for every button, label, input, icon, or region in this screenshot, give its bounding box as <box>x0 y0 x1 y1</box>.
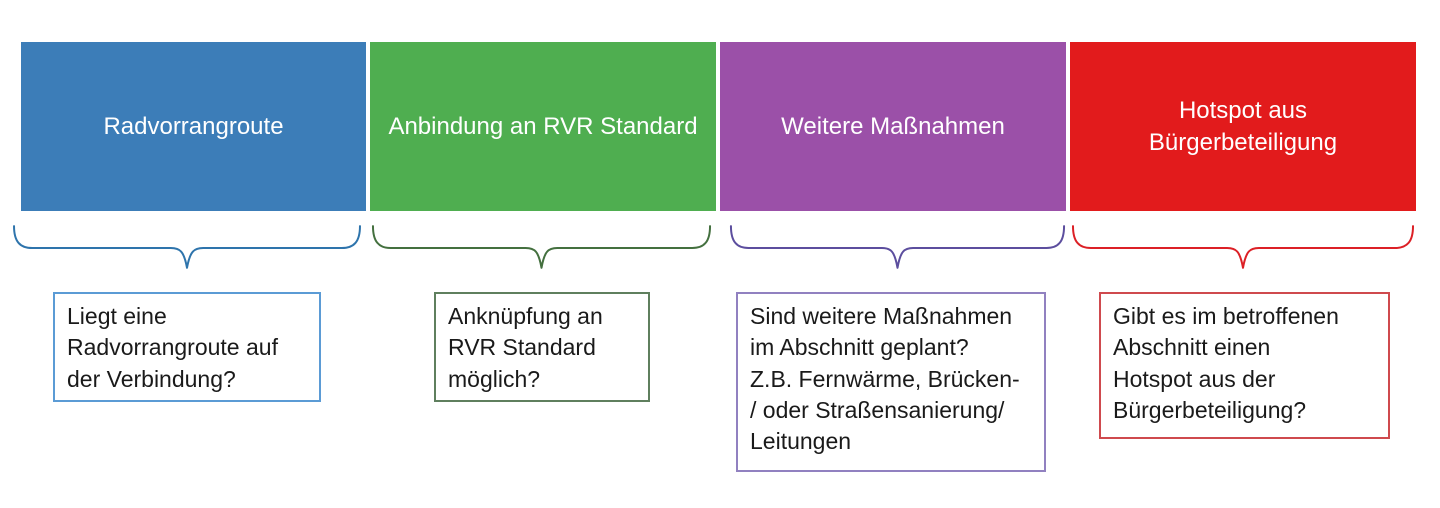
brace-icon-radvorrangroute <box>12 224 362 272</box>
category-header-anbindung-rvr: Anbindung an RVR Standard <box>370 42 716 211</box>
question-box-radvorrangroute: Liegt eine Radvorrangroute auf der Verbi… <box>53 292 321 402</box>
question-box-weitere-massnahmen: Sind weitere Maßnahmen im Abschnitt gepl… <box>736 292 1046 472</box>
category-header-radvorrangroute: Radvorrangroute <box>21 42 366 211</box>
brace-path <box>1073 226 1413 268</box>
category-header-hotspot: Hotspot aus Bürgerbeteiligung <box>1070 42 1416 211</box>
brace-path <box>373 226 710 268</box>
brace-path <box>14 226 360 268</box>
brace-icon-hotspot <box>1071 224 1415 272</box>
brace-icon-weitere-massnahmen <box>729 224 1066 272</box>
brace-icon-anbindung-rvr <box>371 224 712 272</box>
category-header-weitere-massnahmen: Weitere Maßnahmen <box>720 42 1066 211</box>
brace-path <box>731 226 1064 268</box>
question-box-anbindung-rvr: Anknüpfung an RVR Standard möglich? <box>434 292 650 402</box>
question-box-hotspot: Gibt es im betroffenen Abschnitt einen H… <box>1099 292 1390 439</box>
